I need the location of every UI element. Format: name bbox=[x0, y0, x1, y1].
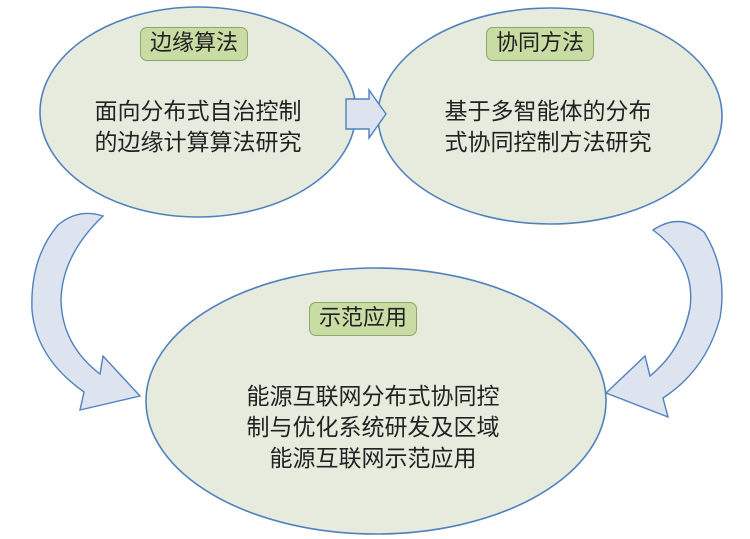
cooperative-text-line: 基于多智能体的分布 bbox=[444, 99, 652, 125]
edge-tag: 边缘算法 bbox=[140, 27, 248, 61]
application-tag: 示范应用 bbox=[309, 302, 417, 336]
application-text: 能源互联网分布式协同控 制与优化系统研发及区域 能源互联网示范应用 bbox=[220, 382, 526, 475]
application-text-line: 能源互联网示范应用 bbox=[269, 446, 477, 472]
edge-text: 面向分布式自治控制 的边缘计算算法研究 bbox=[70, 97, 326, 159]
application-text-line: 制与优化系统研发及区域 bbox=[246, 415, 500, 441]
cooperative-tag: 协同方法 bbox=[486, 27, 594, 61]
arrow-edge-to-cooperative bbox=[345, 87, 387, 141]
application-ellipse bbox=[145, 267, 607, 535]
cooperative-text-line: 式协同控制方法研究 bbox=[444, 130, 652, 156]
edge-text-line: 面向分布式自治控制 bbox=[94, 99, 302, 125]
arrow-application-to-edge bbox=[31, 212, 142, 411]
application-text-line: 能源互联网分布式协同控 bbox=[246, 384, 500, 410]
edge-text-line: 的边缘计算算法研究 bbox=[94, 130, 302, 156]
cooperative-text: 基于多智能体的分布 式协同控制方法研究 bbox=[420, 97, 676, 159]
arrow-cooperative-to-application bbox=[604, 220, 723, 419]
